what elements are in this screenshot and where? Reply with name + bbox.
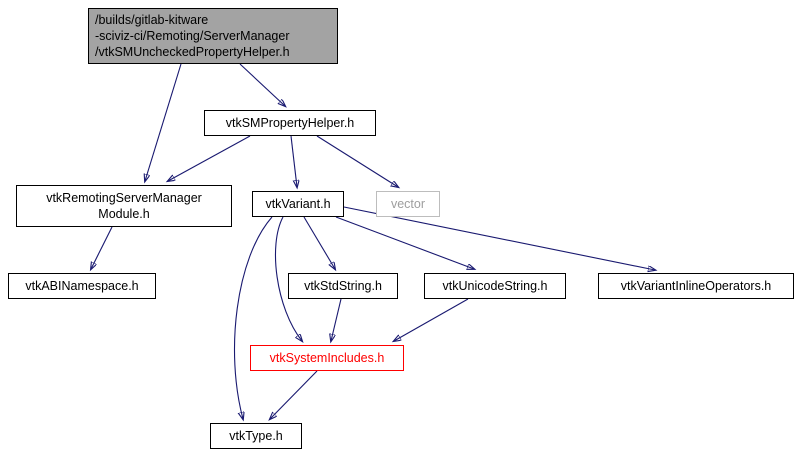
edge-stdstring-to-systemincludes [331,298,342,341]
edge-unicodestring-to-systemincludes [394,298,469,341]
edge-smpropertyhelper-to-vector [316,135,398,187]
edge-root-to-smpropertyhelper [239,63,285,106]
node-vtkABINamespace[interactable]: vtkABINamespace.h [8,273,156,299]
node-vtkSystemIncludes[interactable]: vtkSystemIncludes.h [250,345,404,371]
node-vtkType[interactable]: vtkType.h [210,423,302,449]
edge-smpropertyhelper-to-remotingmodule [168,135,251,181]
edge-smpropertyhelper-to-variant [290,135,297,187]
node-vtkRemotingServerManagerModule[interactable]: vtkRemotingServerManager Module.h [16,185,232,227]
edge-systemincludes-to-type [270,370,318,419]
node-vtkSMPropertyHelper[interactable]: vtkSMPropertyHelper.h [204,110,376,136]
node-vtkVariant[interactable]: vtkVariant.h [252,191,344,217]
node-vtkStdString[interactable]: vtkStdString.h [288,273,398,299]
edge-variant-to-type [233,216,273,419]
edge-remotingmodule-to-abinamespace [91,226,113,269]
node-vtkVariantInlineOperators[interactable]: vtkVariantInlineOperators.h [598,273,794,299]
node-vector: vector [376,191,440,217]
node-vtkUnicodeString[interactable]: vtkUnicodeString.h [424,273,566,299]
node-vtkSMUncheckedPropertyHelper[interactable]: /builds/gitlab-kitware -sciviz-ci/Remoti… [88,8,338,64]
edge-root-to-remotingmodule [145,63,182,181]
edge-variant-to-stdstring [303,216,335,269]
edge-variant-to-unicodestring [335,216,474,269]
